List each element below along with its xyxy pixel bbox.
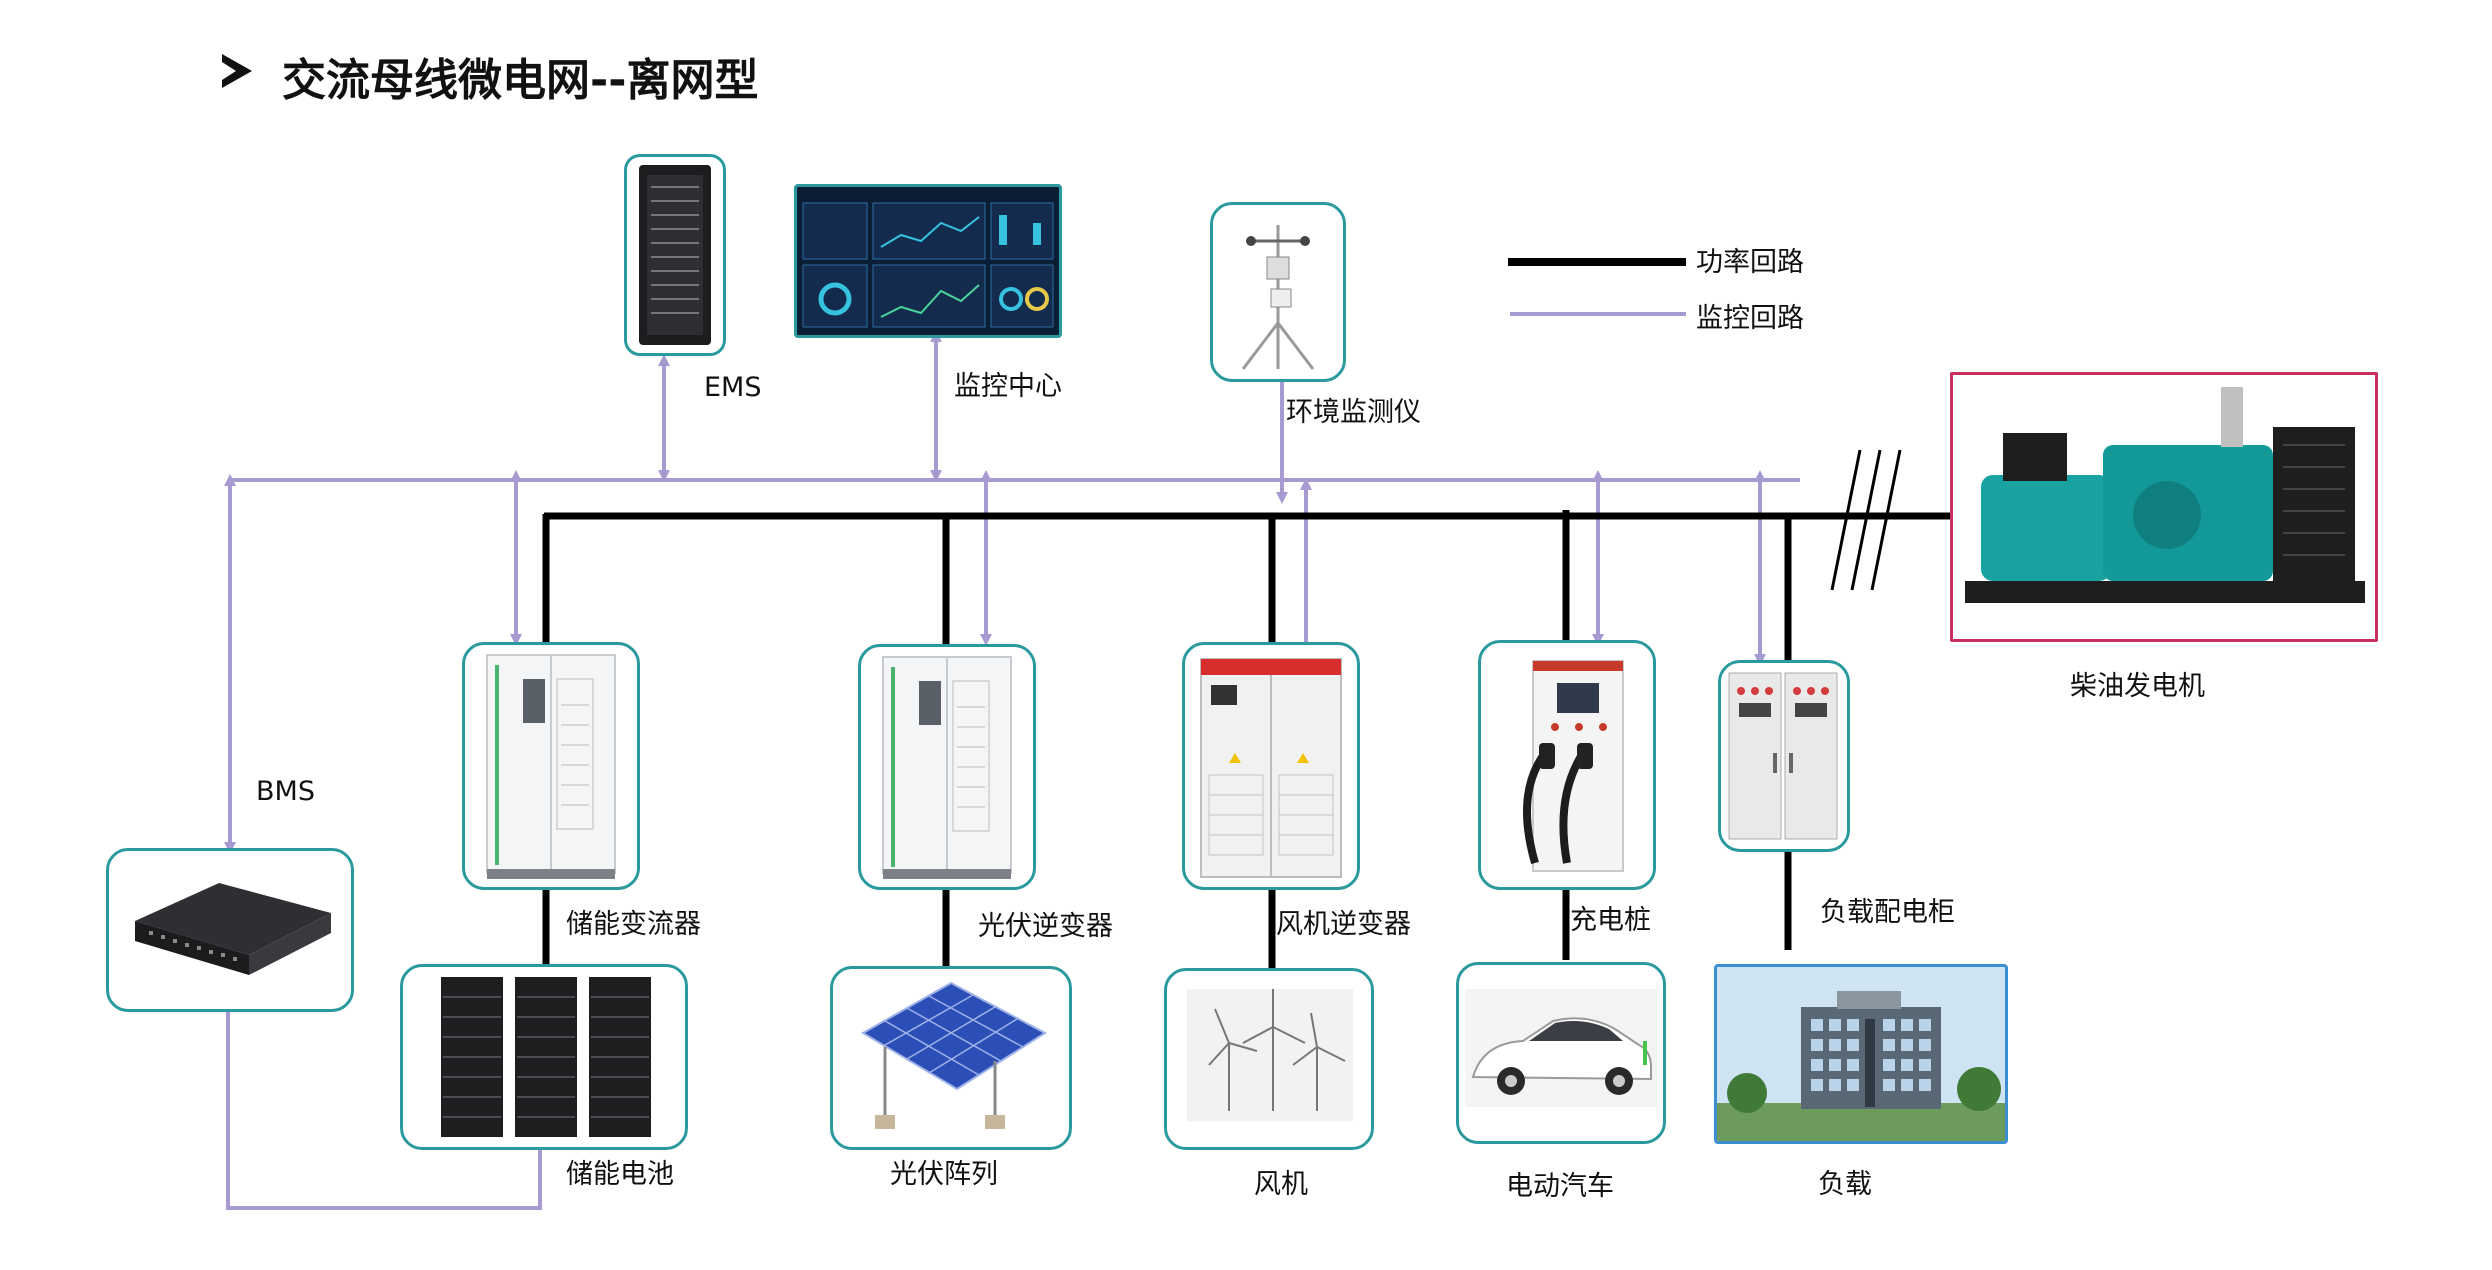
ems-box[interactable] — [624, 154, 726, 356]
pv-array-label: 光伏阵列 — [890, 1159, 998, 1190]
breaker-hatch — [1830, 449, 1902, 591]
bms-label: BMS — [256, 776, 315, 807]
monitor-center-label: 监控中心 — [954, 371, 1062, 402]
battery-box[interactable] — [400, 964, 688, 1150]
pv-inverter-label: 光伏逆变器 — [978, 911, 1113, 942]
inverter-cabinet-icon — [1200, 658, 1342, 878]
dashboard-screen-icon — [797, 187, 1059, 335]
load-box[interactable] — [1714, 964, 2008, 1144]
legend-monitor-label: 监控回路 — [1696, 303, 1804, 334]
load-label: 负载 — [1818, 1169, 1872, 1200]
monitor-center-box[interactable] — [794, 184, 1062, 338]
converter-cabinet-icon — [486, 654, 616, 879]
wind-inverter-label: 风机逆变器 — [1276, 909, 1411, 940]
legend-power-label: 功率回路 — [1696, 247, 1804, 278]
load-cabinet-label: 负载配电柜 — [1820, 897, 1955, 928]
diesel-generator-label: 柴油发电机 — [2070, 671, 2205, 702]
load-cabinet-box[interactable] — [1718, 660, 1850, 852]
page-title: 交流母线微电网--离网型 — [282, 55, 759, 106]
inverter-cabinet-icon — [882, 656, 1012, 879]
env-monitor-box[interactable] — [1210, 202, 1346, 382]
office-building-icon — [1717, 967, 2005, 1141]
battery-rack-icon — [441, 977, 651, 1137]
pcs-label: 储能变流器 — [566, 909, 701, 940]
bms-box[interactable] — [106, 848, 354, 1012]
weather-station-icon — [1241, 225, 1315, 370]
bms-battery-link — [226, 1012, 542, 1210]
env-monitor-label: 环境监测仪 — [1286, 397, 1421, 428]
wind-turbine-box[interactable] — [1164, 968, 1374, 1150]
ev-box[interactable] — [1456, 962, 1666, 1144]
ev-label: 电动汽车 — [1506, 1171, 1614, 1202]
wind-inverter-box[interactable] — [1182, 642, 1360, 890]
electric-car-icon — [1465, 989, 1657, 1107]
distribution-cabinet-icon — [1728, 672, 1838, 840]
pv-inverter-box[interactable] — [858, 644, 1036, 890]
charger-box[interactable] — [1478, 640, 1656, 890]
server-rack-icon — [639, 165, 711, 345]
wind-turbine-icon — [1187, 989, 1353, 1121]
ev-charger-icon — [1523, 660, 1624, 872]
charger-label: 充电桩 — [1570, 905, 1651, 936]
diesel-generator-icon — [1965, 387, 2365, 603]
wind-turbine-label: 风机 — [1254, 1169, 1308, 1200]
pcs-box[interactable] — [462, 642, 640, 890]
ems-label: EMS — [704, 372, 762, 403]
title-bullet-icon — [222, 54, 252, 88]
battery-label: 储能电池 — [566, 1159, 674, 1190]
bms-unit-icon — [135, 883, 331, 975]
solar-panel-icon — [861, 981, 1047, 1129]
diesel-generator-box[interactable] — [1950, 372, 2378, 642]
pv-array-box[interactable] — [830, 966, 1072, 1150]
